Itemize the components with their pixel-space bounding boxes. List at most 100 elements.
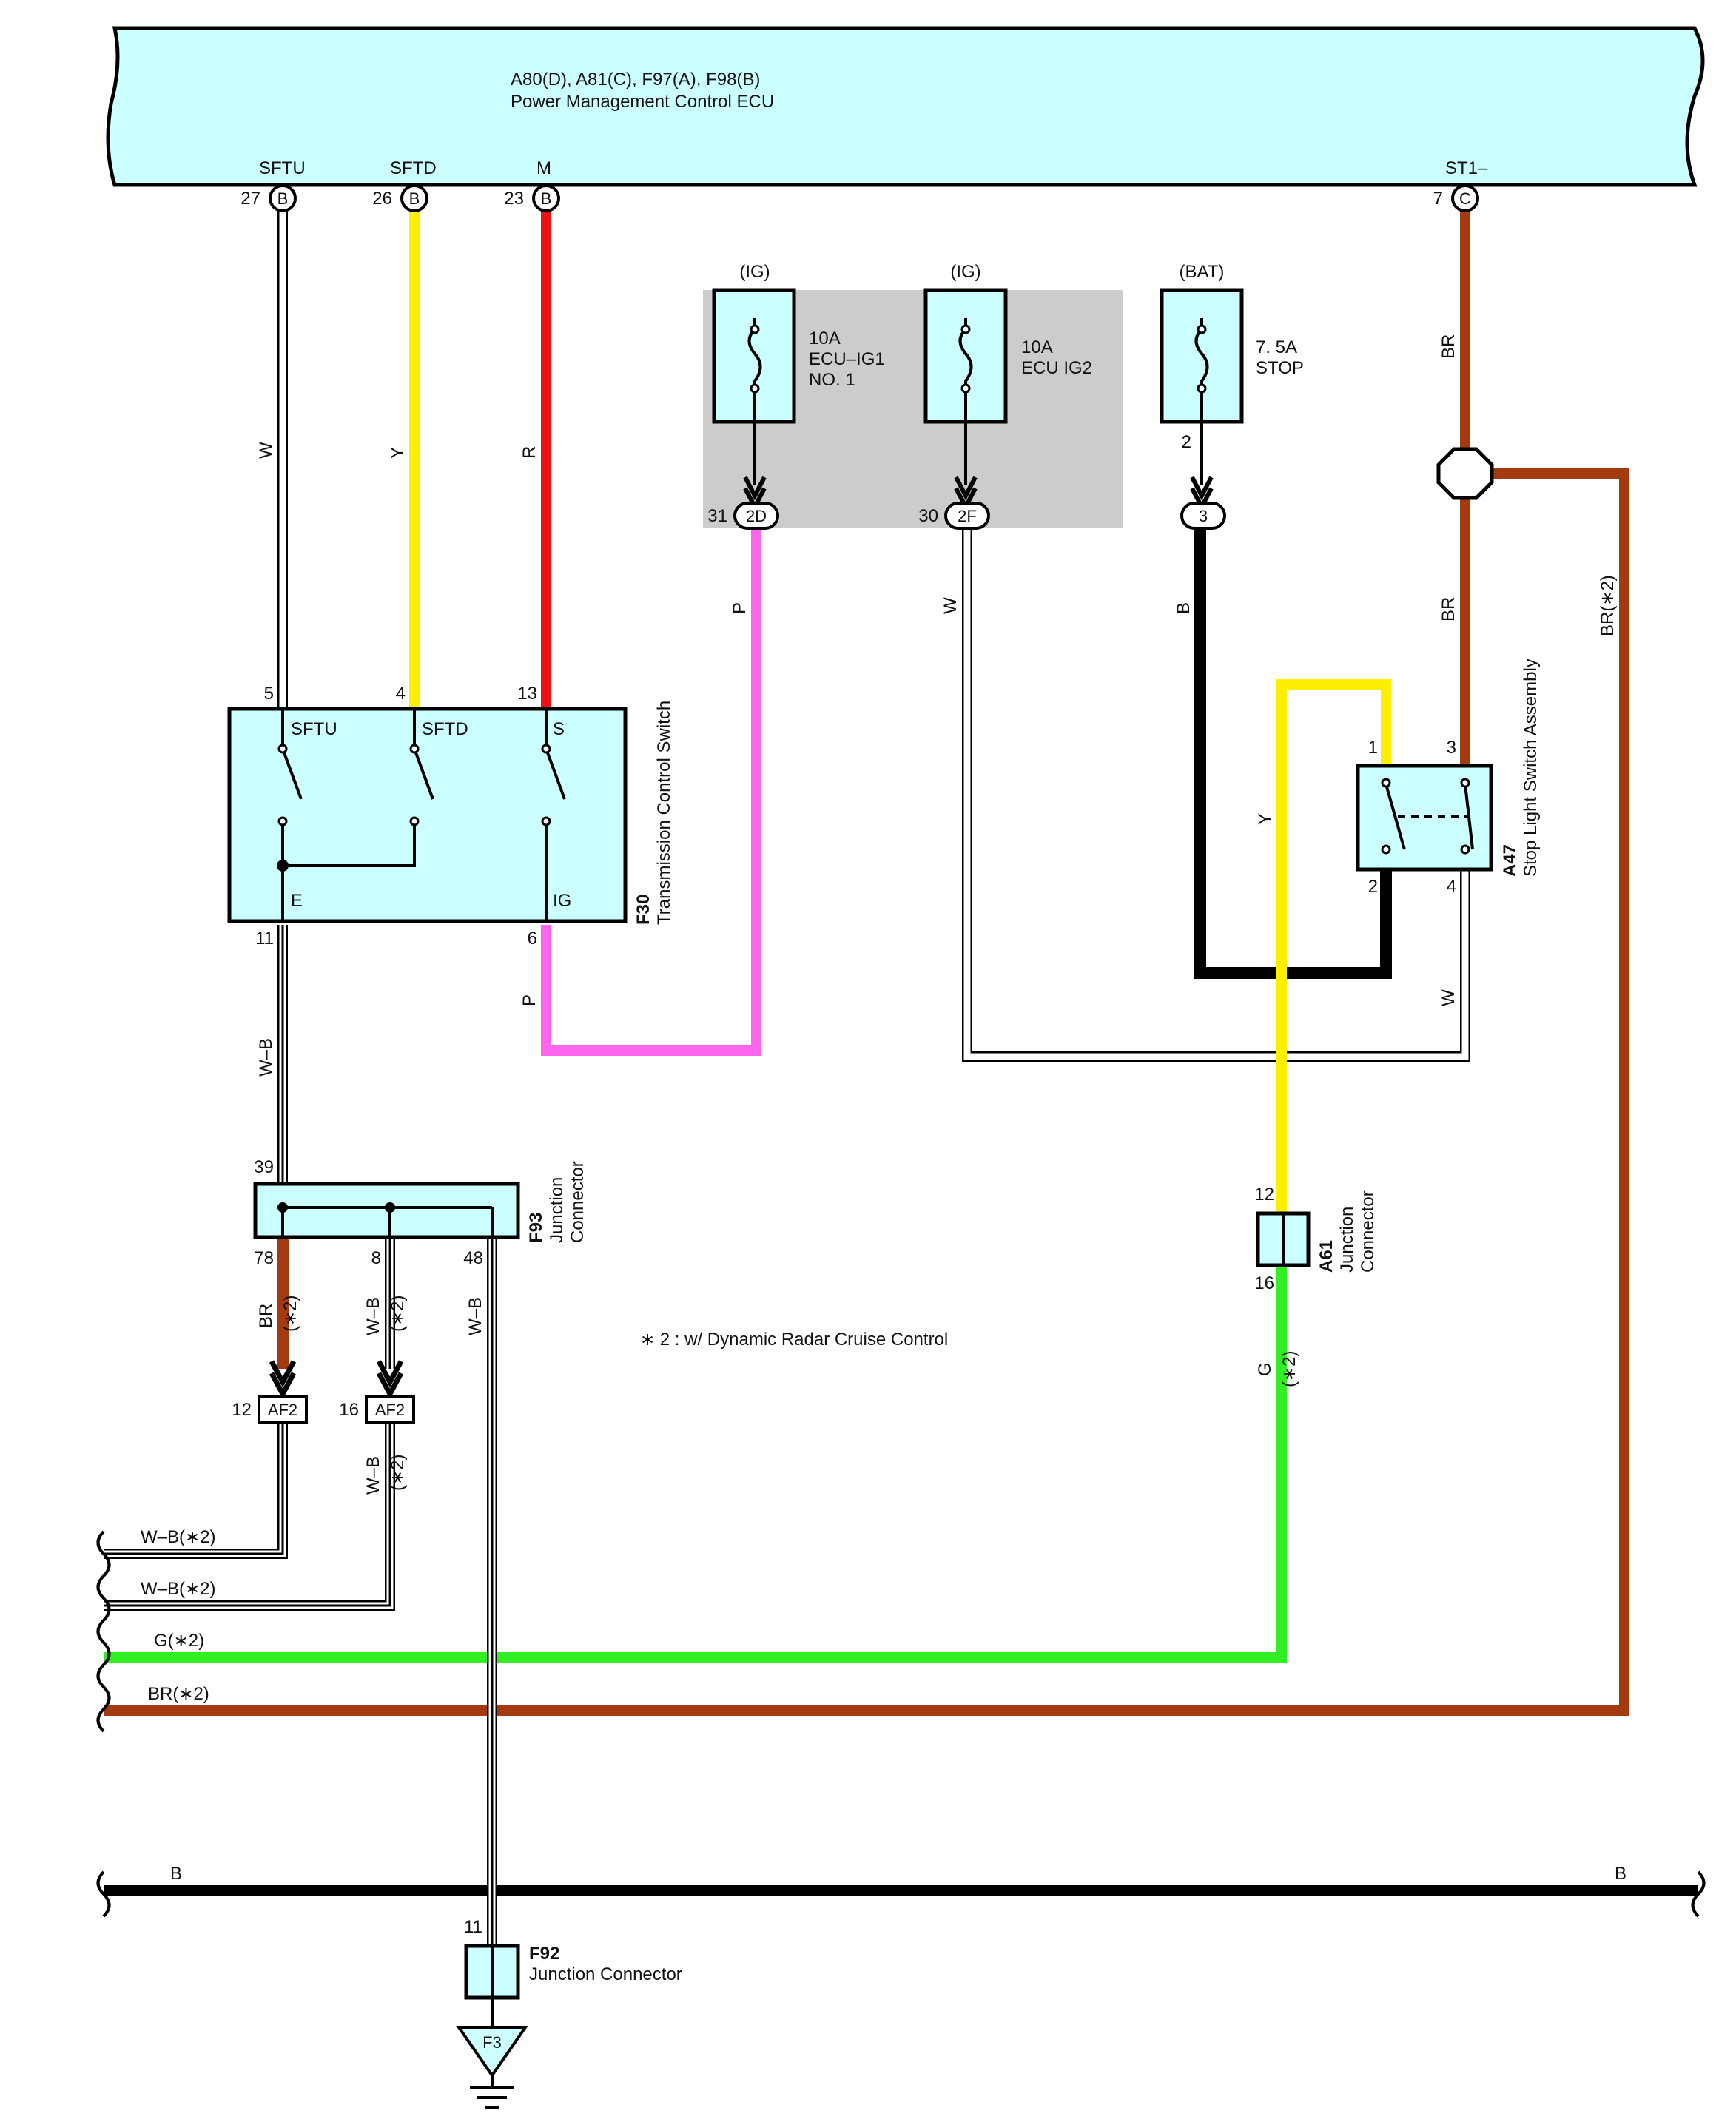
wire-label-b-bus-left: B [170, 1864, 182, 1884]
wire-label-wb-e: W–B [256, 1038, 276, 1077]
ecu-name: Power Management Control ECU [511, 92, 774, 112]
wire-label-r-m: R [519, 446, 539, 459]
svg-text:11: 11 [464, 1917, 482, 1937]
fuse-stop: (BAT) 7. 5A STOP 2 3 [1160, 262, 1304, 530]
ecu-pin-label-sftu: SFTU [259, 158, 306, 178]
ecu-pin-m: B 23 [504, 184, 560, 212]
wire-label-w-sftu: W [256, 442, 276, 459]
ecu-pin-sftd: B 26 [372, 184, 428, 212]
svg-text:2: 2 [1368, 877, 1378, 897]
svg-text:B: B [409, 189, 420, 208]
svg-text:30: 30 [918, 506, 938, 526]
ground-symbol-f3: F3 [456, 2026, 528, 2109]
svg-text:S: S [553, 719, 565, 739]
wire-label-b-stop: B [1174, 602, 1194, 614]
svg-text:F30: F30 [633, 895, 653, 925]
power-management-ecu-box [106, 26, 1705, 187]
svg-text:(IG): (IG) [950, 262, 980, 282]
svg-text:12: 12 [1254, 1185, 1274, 1205]
svg-text:Junction: Junction [547, 1177, 567, 1243]
tcs-pin-6: 6 [528, 929, 537, 949]
svg-text:10A: 10A [809, 329, 841, 348]
svg-text:16: 16 [339, 1400, 359, 1420]
svg-text:1: 1 [1368, 738, 1378, 758]
ecu-pin-num-26: 26 [372, 189, 392, 209]
wire-label-y-stop: Y [1255, 813, 1275, 825]
junction-connector-f92: 11 F92 Junction Connector [464, 1917, 682, 2027]
svg-text:STOP: STOP [1256, 358, 1304, 378]
svg-text:10A: 10A [1021, 337, 1053, 357]
tcs-pin-4: 4 [396, 684, 406, 704]
svg-text:12: 12 [232, 1400, 252, 1420]
wire-label-p-bottom: P [519, 994, 539, 1006]
af2-connector-12: AF2 12 [232, 1360, 308, 1424]
ecu-pin-num-7: 7 [1433, 189, 1443, 209]
wire-label-b-bus-right: B [1615, 1864, 1626, 1884]
junction-connector-f93: 39 78 8 48 F93 Junction Connector [253, 1157, 588, 1268]
svg-text:SFTD: SFTD [422, 719, 468, 739]
fuse-ecu-ig1: (IG) 10A ECU–IG1 NO. 1 2D 31 [707, 262, 885, 530]
svg-text:2F: 2F [958, 507, 977, 525]
svg-text:E: E [291, 891, 303, 911]
wire-label-br-mid: BR [1439, 597, 1459, 622]
wire-label-g2: G(∗2) [154, 1631, 204, 1651]
svg-text:A61: A61 [1316, 1240, 1336, 1273]
svg-text:8: 8 [371, 1248, 381, 1268]
ecu-pin-st1: C 7 [1433, 184, 1479, 212]
svg-text:7. 5A: 7. 5A [1256, 337, 1297, 357]
wire-br2-branch [104, 468, 1629, 1716]
svg-text:B: B [541, 189, 552, 208]
svg-text:3: 3 [1199, 507, 1208, 525]
wire-label-w-ig2: W [941, 597, 960, 614]
svg-text:31: 31 [707, 506, 727, 526]
wire-label-br-78-star: (∗2) [280, 1296, 300, 1332]
junction-connector-a61: 12 16 A61 Junction Connector [1254, 1185, 1378, 1293]
tcs-pin-11: 11 [255, 929, 274, 949]
ecu-pin-label-m: M [536, 158, 551, 178]
svg-text:F92: F92 [529, 1944, 559, 1964]
svg-text:F3: F3 [482, 2033, 502, 2052]
wire-wb2-af2-12 [104, 1422, 288, 1559]
svg-text:Connector: Connector [1358, 1190, 1378, 1273]
svg-text:AF2: AF2 [268, 1401, 297, 1419]
wire-label-g: G [1255, 1362, 1275, 1376]
svg-text:C: C [1459, 189, 1471, 208]
ecu-pin-num-23: 23 [504, 189, 524, 209]
svg-text:B: B [277, 189, 289, 208]
wire-label-wb-48: W–B [465, 1297, 485, 1335]
svg-text:ECU–IG1: ECU–IG1 [809, 349, 885, 369]
svg-text:2: 2 [1182, 432, 1191, 452]
wire-p-ig [541, 518, 761, 1056]
ecu-pin-label-st1: ST1– [1445, 158, 1488, 178]
stop-light-switch: 1 3 2 4 A47 Stop Light Switch Assembly [1356, 659, 1541, 897]
splice-octagon [1436, 447, 1494, 500]
wire-label-wb-16: W–B [363, 1456, 383, 1495]
svg-text:39: 39 [254, 1157, 274, 1177]
ecu-pin-num-27: 27 [240, 189, 260, 209]
wire-label-br2-bottom: BR(∗2) [148, 1684, 209, 1704]
fuse-ecu-ig2: (IG) 10A ECU IG2 2F 30 [918, 262, 1092, 530]
wire-label-wb-8: W–B [363, 1297, 383, 1335]
svg-text:IG: IG [553, 891, 571, 911]
ecu-code: A80(D), A81(C), F97(A), F98(B) [511, 70, 760, 90]
svg-text:Stop Light Switch Assembly: Stop Light Switch Assembly [1521, 659, 1541, 877]
svg-text:A47: A47 [1500, 844, 1520, 877]
wire-label-br2-right: BR(∗2) [1598, 575, 1618, 636]
svg-text:ECU IG2: ECU IG2 [1021, 358, 1092, 378]
wire-label-wb-8-star: (∗2) [388, 1296, 408, 1332]
svg-text:16: 16 [1254, 1273, 1274, 1293]
svg-text:SFTU: SFTU [291, 719, 337, 739]
svg-text:48: 48 [463, 1248, 483, 1268]
wire-w-ig2 [962, 518, 1470, 1062]
svg-text:F93: F93 [526, 1213, 546, 1243]
svg-text:Junction Connector: Junction Connector [529, 1964, 682, 1984]
svg-text:AF2: AF2 [375, 1401, 405, 1419]
tcs-pin-5: 5 [264, 684, 274, 704]
svg-text:Connector: Connector [568, 1161, 588, 1243]
tcs-pin-13: 13 [517, 684, 537, 704]
wire-label-br-top: BR [1439, 334, 1459, 359]
af2-connector-16: AF2 16 [339, 1360, 415, 1424]
svg-text:4: 4 [1447, 877, 1456, 897]
svg-text:Transmission Control Switch: Transmission Control Switch [654, 701, 674, 925]
